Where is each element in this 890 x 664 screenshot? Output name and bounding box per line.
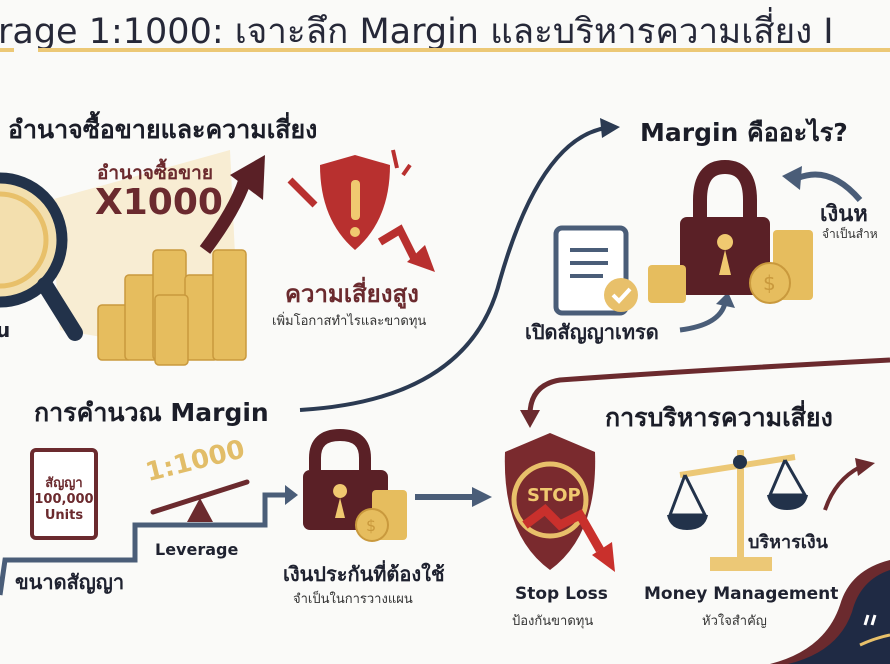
required-margin-lock-icon: $ [303, 428, 407, 542]
contract-label: ขนาดสัญญา [15, 570, 125, 594]
margin-heading: Margin คืออะไร? [640, 118, 848, 147]
svg-text:$: $ [763, 271, 776, 295]
contract-doc-line: Units [44, 508, 84, 523]
stop-loss-title: Stop Loss [515, 584, 608, 604]
seesaw-icon [150, 479, 250, 522]
power-heading: อำนาจซื้อขายและความเสี่ยง [8, 115, 318, 144]
scale-label: บริหารเงิน [748, 532, 828, 553]
deposit-subtitle: จำเป็นสำห [822, 227, 878, 241]
multiplier: X1000 [95, 182, 223, 223]
money-management-subtitle: หัวใจสำคัญ [702, 614, 767, 629]
contract-doc-line: สัญญา [45, 476, 83, 491]
corner-decoration [770, 560, 890, 664]
risk-subtitle: เพิ่มโอกาสทำไรและขาดทุน [272, 314, 427, 329]
risk-shield-icon [287, 149, 435, 272]
page-title: rage 1:1000: เจาะลึก Margin และบริหารควา… [0, 12, 834, 52]
money-management-title: Money Management [644, 584, 839, 604]
left-fragment: u [0, 318, 11, 342]
stop-sign-text: STOP [527, 485, 581, 506]
contract-doc-line: 100,000 [34, 492, 94, 507]
coin-stacks-icon [97, 155, 265, 366]
stop-loss-shield-icon [504, 433, 615, 572]
leverage-label: Leverage [155, 540, 239, 559]
calc-heading: การคำนวณ Margin [34, 398, 269, 427]
deposit-title: เงินห [820, 202, 868, 227]
stop-loss-subtitle: ป้องกันขาดทุน [512, 614, 594, 629]
balance-scale-icon [667, 450, 808, 571]
risk-title: ความเสี่ยงสูง [285, 280, 419, 308]
power-label: อำนาจซื้อขาย [97, 162, 213, 184]
svg-text:$: $ [366, 516, 376, 535]
title-underline [0, 48, 14, 52]
open-trade-label: เปิดสัญญาเทรด [525, 320, 659, 344]
risk-mgmt-heading: การบริหารความเสี่ยง [605, 403, 833, 432]
margin-lock-icon: $ [553, 159, 813, 316]
required-margin-subtitle: จำเป็นในการวางแผน [293, 592, 413, 607]
required-margin-title: เงินประกันที่ต้องใช้ [283, 562, 445, 586]
title-underline [38, 48, 890, 52]
contract-document: สัญญา 100,000 Units [30, 448, 98, 540]
